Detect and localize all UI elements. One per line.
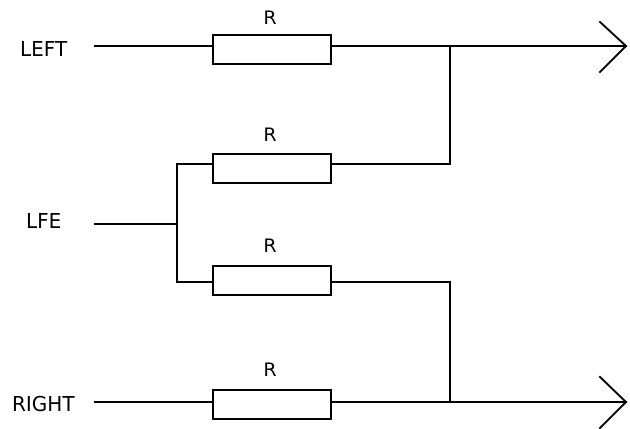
output-arrow-left-icon [598,20,628,74]
resistor-lfe-upper: R [212,124,332,184]
resistor-right: R [212,359,332,420]
resistor-body [212,153,332,184]
left-channel-wiring [94,45,627,165]
resistor-label: R [263,359,276,381]
resistor-body [212,265,332,296]
input-label-right: RIGHT [12,392,75,416]
resistor-left: R [212,7,332,65]
resistor-body [212,389,332,420]
resistor-lfe-lower: R [212,235,332,296]
output-arrow-right-icon [598,375,628,429]
resistor-label: R [263,235,276,257]
input-label-left: LEFT [20,37,68,61]
input-label-lfe: LFE [26,209,61,233]
lfe-channel-wiring [94,163,451,283]
right-channel-wiring [94,281,627,403]
resistor-body [212,34,332,65]
resistor-label: R [263,7,276,29]
resistor-label: R [263,124,276,146]
